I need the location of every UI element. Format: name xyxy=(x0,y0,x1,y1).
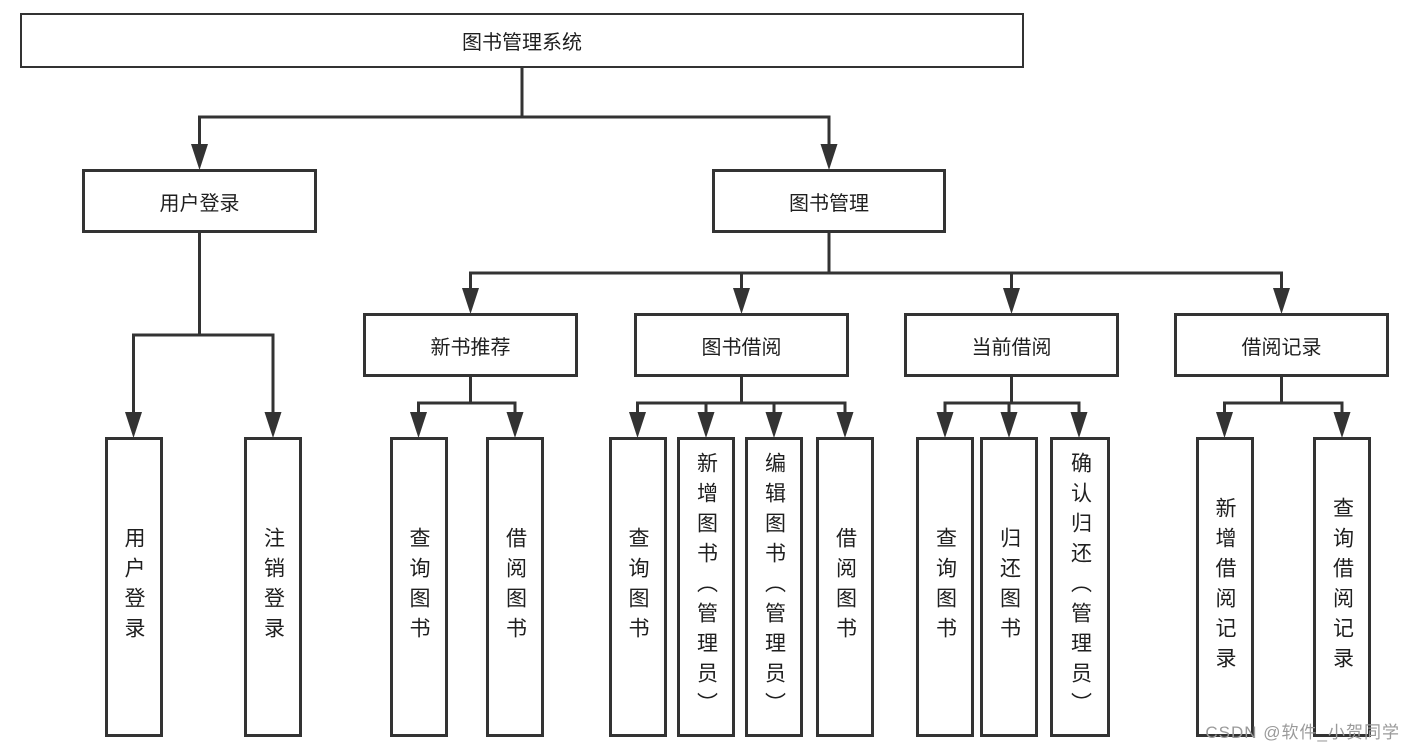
leaf-current-query-books: 查询图书 xyxy=(916,437,974,737)
leaf-borrow-add-books-admin: 新增图书（管理员） xyxy=(677,437,735,737)
node-label: 查询图书 xyxy=(933,527,957,647)
node-current-borrowing: 当前借阅 xyxy=(904,313,1119,377)
node-label: 归还图书 xyxy=(997,527,1021,647)
node-label: 确认归还（管理员） xyxy=(1068,452,1092,722)
leaf-records-add-record: 新增借阅记录 xyxy=(1195,437,1254,737)
node-label: 编辑图书（管理员） xyxy=(762,452,786,722)
node-label: 注销登录 xyxy=(261,527,285,647)
node-label: 查询借阅记录 xyxy=(1330,497,1354,677)
node-label: 借阅记录 xyxy=(1241,336,1322,359)
node-book-borrowing: 图书借阅 xyxy=(634,313,849,377)
node-label: 查询图书 xyxy=(626,527,649,647)
leaf-newbooks-query-books: 查询图书 xyxy=(389,437,448,737)
node-library-system: 图书管理系统 xyxy=(20,13,1024,68)
leaf-borrow-query-books: 查询图书 xyxy=(608,437,667,737)
node-label: 图书借阅 xyxy=(701,336,782,359)
leaf-current-confirm-return-admin: 确认归还（管理员） xyxy=(1050,437,1110,737)
leaf-borrow-edit-books-admin: 编辑图书（管理员） xyxy=(745,437,803,737)
leaf-borrow-borrow-books: 借阅图书 xyxy=(816,437,874,737)
node-new-book-recommendation: 新书推荐 xyxy=(363,313,578,377)
node-label: 新增借阅记录 xyxy=(1213,497,1236,677)
node-label: 图书管理 xyxy=(789,192,869,215)
node-user-login: 用户登录 xyxy=(82,169,317,233)
node-label: 新增图书（管理员） xyxy=(694,452,718,722)
leaf-user-login: 用户登录 xyxy=(104,437,163,737)
leaf-current-return-books: 归还图书 xyxy=(980,437,1038,737)
node-label: 当前借阅 xyxy=(971,336,1052,359)
node-label: 用户登录 xyxy=(122,527,145,647)
node-label: 查询图书 xyxy=(407,527,430,647)
node-label: 借阅图书 xyxy=(833,527,857,647)
node-label: 用户登录 xyxy=(159,192,240,215)
node-label: 新书推荐 xyxy=(430,336,511,359)
leaf-records-query-record: 查询借阅记录 xyxy=(1313,437,1371,737)
watermark: CSDN @软件_小贺同学 xyxy=(1205,723,1400,742)
node-book-management: 图书管理 xyxy=(712,169,946,233)
node-label: 图书管理系统 xyxy=(462,32,582,54)
leaf-newbooks-borrow-books: 借阅图书 xyxy=(486,437,544,737)
leaf-logout: 注销登录 xyxy=(244,437,302,737)
node-borrowing-records: 借阅记录 xyxy=(1174,313,1389,377)
node-label: 借阅图书 xyxy=(503,527,527,647)
